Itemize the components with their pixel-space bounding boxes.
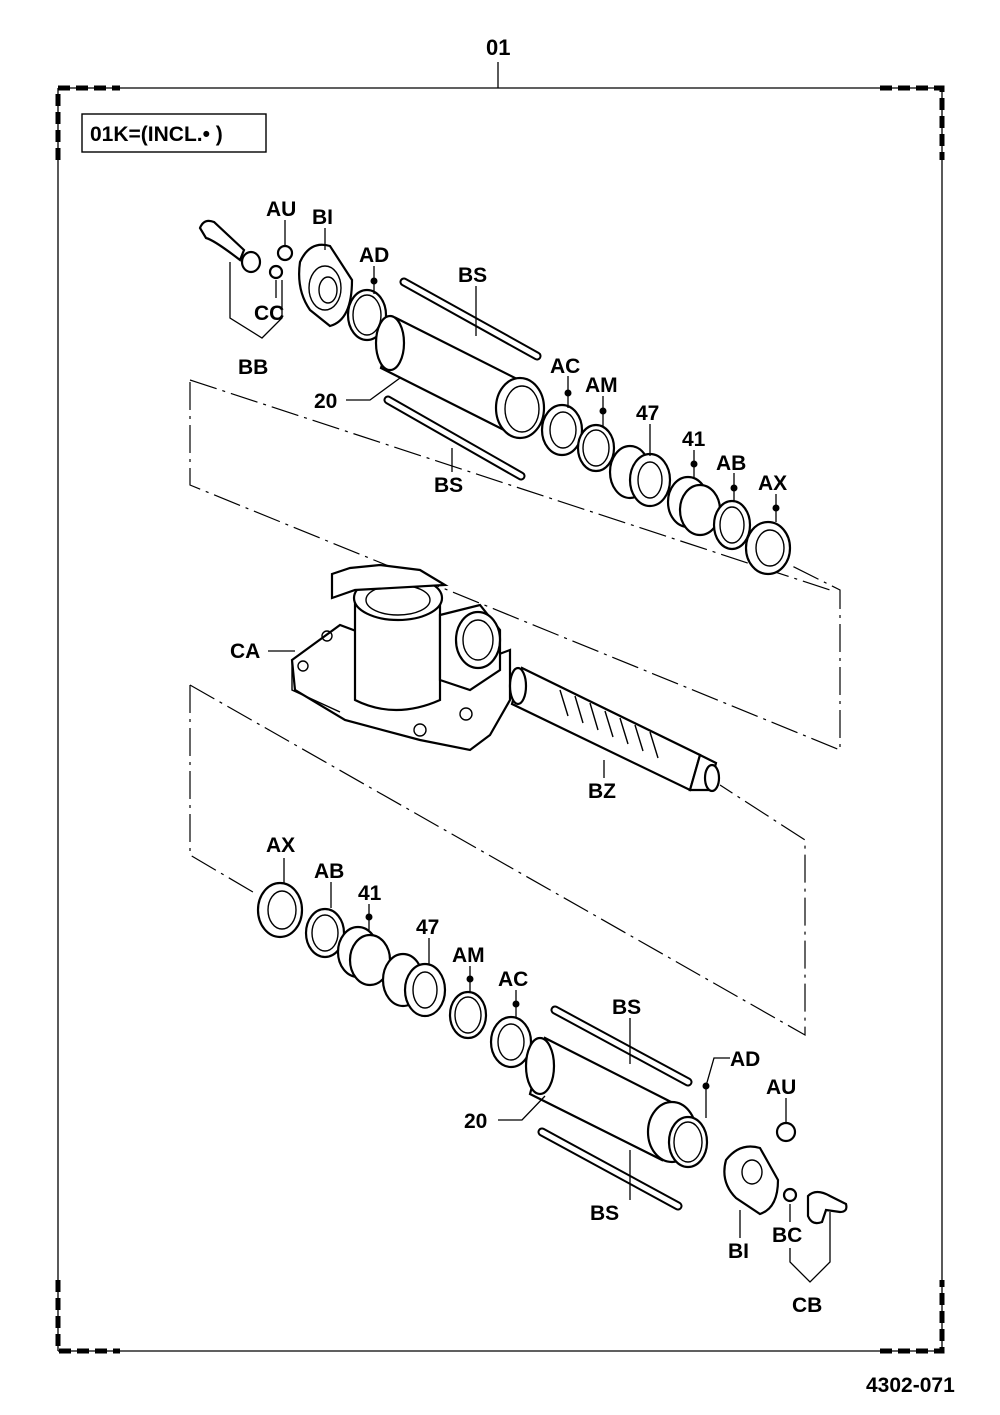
label-bc-lower: BC xyxy=(772,1224,802,1247)
label-ac-lower: AC xyxy=(498,968,528,991)
label-ab-upper: AB xyxy=(716,452,746,475)
drawing-number: 4302-071 xyxy=(866,1374,955,1397)
label-am-lower: AM xyxy=(452,944,485,967)
label-cb-lower: CB xyxy=(792,1294,822,1317)
tie-rod-lower-top xyxy=(550,1005,693,1087)
label-am-upper: AM xyxy=(585,374,618,397)
end-cap-upper xyxy=(298,243,354,328)
assembly-guide-lines xyxy=(189,379,841,1037)
hose-fitting-upper xyxy=(198,219,294,280)
piston-lower xyxy=(381,952,447,1018)
label-bi-lower: BI xyxy=(728,1240,749,1263)
lower-leaders xyxy=(283,858,831,1283)
steering-housing xyxy=(290,563,512,752)
end-cap-lower xyxy=(723,1145,780,1216)
label-bb-upper: BB xyxy=(238,356,268,379)
wiper-ax-lower xyxy=(256,881,304,939)
label-47-upper: 47 xyxy=(636,402,659,425)
o-ring-ad-lower xyxy=(667,1115,709,1169)
label-ca: CA xyxy=(230,640,260,663)
guide-ring-lower xyxy=(336,925,392,987)
label-bs-lower-top: BS xyxy=(612,996,641,1019)
label-bs-upper-bottom: BS xyxy=(434,474,463,497)
assembly-number: 01 xyxy=(486,35,510,60)
assembly-frame xyxy=(55,62,945,1354)
tie-rod-upper-top xyxy=(399,277,542,361)
label-bs-lower-bottom: BS xyxy=(590,1202,619,1225)
label-bi-upper: BI xyxy=(312,206,333,229)
cylinder-tube-upper xyxy=(374,314,546,440)
label-cc-upper: CC xyxy=(254,302,284,325)
label-41-lower: 41 xyxy=(358,882,382,905)
label-41-upper: 41 xyxy=(682,428,706,451)
o-ring-ad-upper xyxy=(346,288,388,342)
label-ax-upper: AX xyxy=(758,472,787,495)
wiper-ax-upper xyxy=(744,520,792,576)
nut-au-lower xyxy=(775,1121,797,1143)
label-ab-lower: AB xyxy=(314,860,344,883)
label-ad-upper: AD xyxy=(359,244,389,267)
label-47-lower: 47 xyxy=(416,916,439,939)
label-au-lower: AU xyxy=(766,1076,796,1099)
label-ac-upper: AC xyxy=(550,355,580,378)
label-au-upper: AU xyxy=(266,198,296,221)
label-bz: BZ xyxy=(588,780,616,803)
label-20-upper: 20 xyxy=(314,390,337,413)
tie-rod-lower-bottom xyxy=(537,1127,683,1211)
kit-note-box: 01K=(INCL.• ) xyxy=(81,113,267,153)
kit-note: 01K=(INCL.• ) xyxy=(90,123,223,146)
steering-rack xyxy=(508,666,721,793)
label-ad-lower: AD xyxy=(730,1048,760,1071)
label-bs-upper-top: BS xyxy=(458,264,487,287)
label-20-lower: 20 xyxy=(464,1110,487,1133)
label-ax-lower: AX xyxy=(266,834,295,857)
center-leaders xyxy=(268,650,605,778)
hose-fitting-lower xyxy=(806,1190,848,1225)
upper-leaders xyxy=(229,220,780,522)
o-ring-am-lower xyxy=(448,990,488,1040)
tie-rod-upper-bottom xyxy=(383,395,526,481)
o-ring-am-upper xyxy=(576,423,616,473)
piston-upper xyxy=(608,444,672,508)
o-ring-bc-lower xyxy=(782,1187,798,1203)
guide-ring-upper xyxy=(666,475,722,537)
